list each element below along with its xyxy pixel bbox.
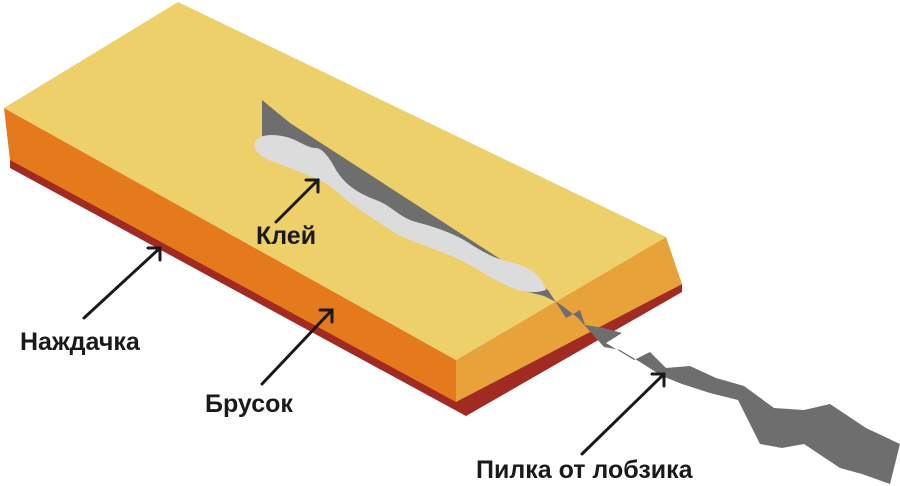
- glue-bead: [254, 134, 547, 293]
- block-end-face: [456, 237, 682, 402]
- arrow-block: [260, 308, 334, 386]
- label-blade: Пилка от лобзика: [476, 456, 694, 484]
- label-sandpaper: Наждачка: [20, 328, 141, 356]
- label-block: Брусок: [205, 390, 293, 418]
- arrow-blade: [580, 372, 666, 456]
- label-glue: Клей: [256, 222, 316, 250]
- jigsaw-blade: [262, 100, 900, 484]
- block-front-face: [4, 108, 456, 402]
- arrow-glue: [274, 178, 320, 224]
- arrow-sandpaper: [82, 246, 162, 320]
